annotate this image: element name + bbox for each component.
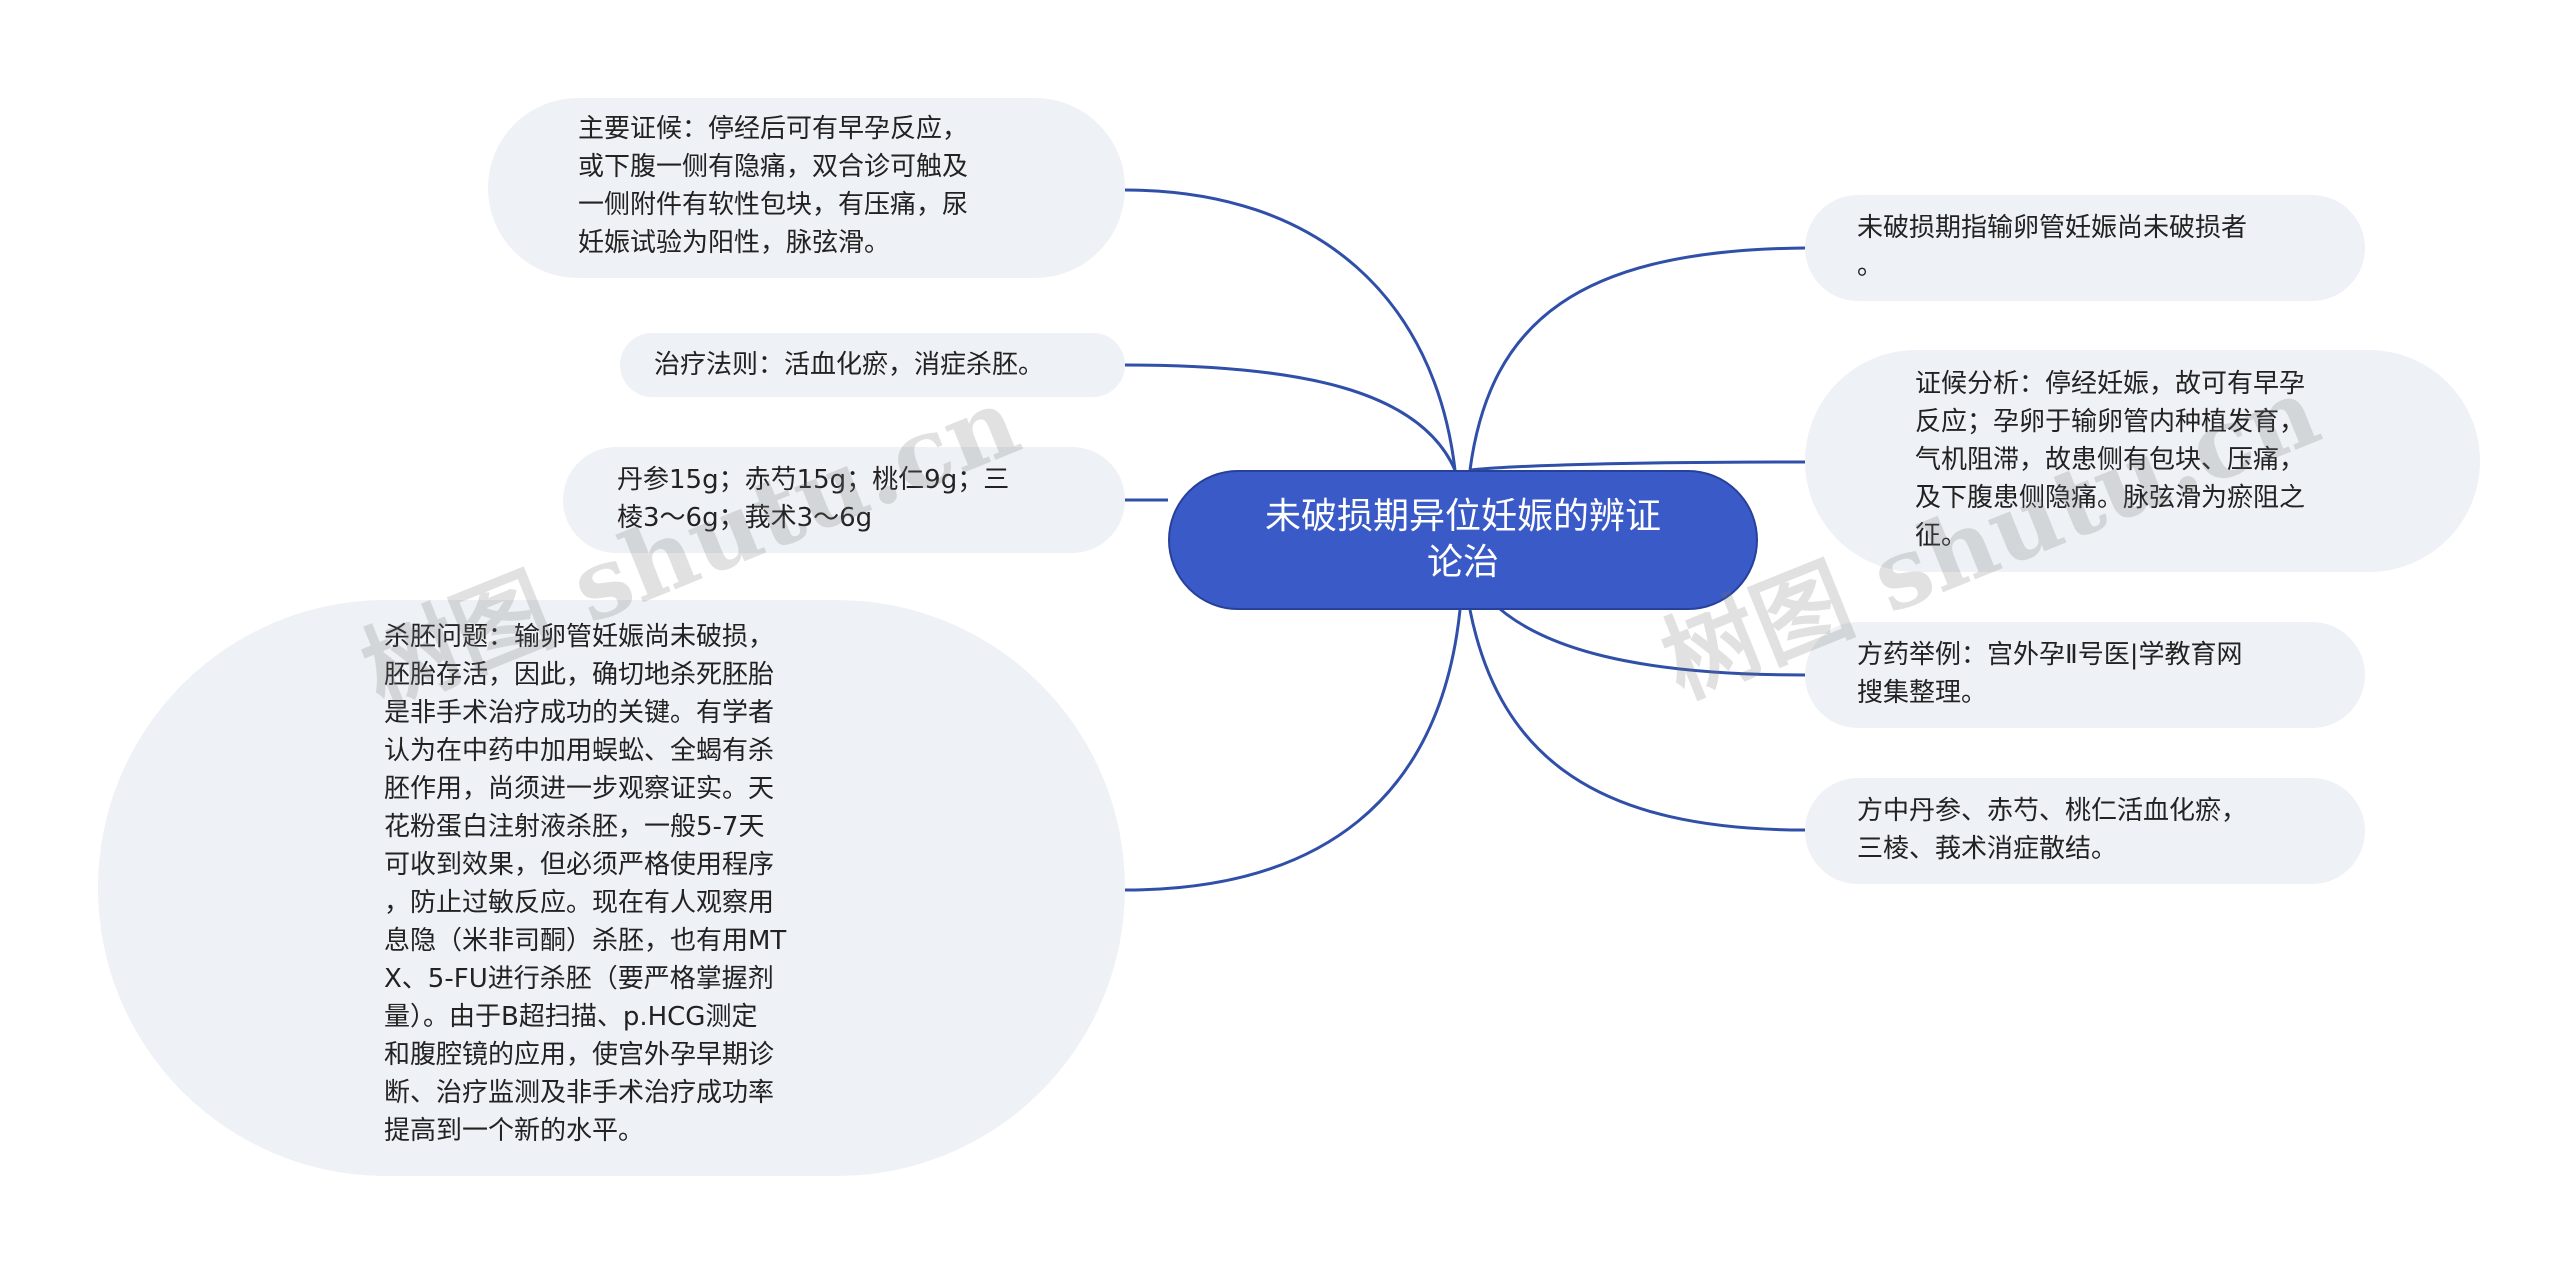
link-embryo-killing — [1124, 609, 1462, 892]
node-prescription[interactable]: 丹参15g；赤芍15g；桃仁9g；三 棱3～6g；莪术3～6g — [563, 447, 1125, 553]
link-syndrome-analysis — [1469, 460, 1806, 472]
node-main-syndrome[interactable]: 主要证候：停经后可有早孕反应， 或下腹一侧有隐痛，双合诊可触及 一侧附件有软性包… — [488, 98, 1125, 278]
node-definition[interactable]: 未破损期指输卵管妊娠尚未破损者 。 — [1805, 195, 2365, 301]
node-embryo-killing[interactable]: 杀胚问题：输卵管妊娠尚未破损， 胚胎存活，因此，确切地杀死胚胎 是非手术治疗成功… — [98, 600, 1125, 1176]
node-treatment-principle[interactable]: 治疗法则：活血化瘀，消症杀胚。 — [620, 333, 1125, 397]
link-treatment-principle — [1124, 363, 1457, 471]
link-formula-explanation — [1468, 609, 1806, 832]
link-definition — [1468, 246, 1806, 471]
central-topic[interactable]: 未破损期异位妊娠的辨证 论治 — [1168, 470, 1758, 610]
link-formula-example — [1488, 598, 1806, 677]
node-syndrome-analysis[interactable]: 证候分析：停经妊娠，故可有早孕 反应；孕卵于输卵管内种植发育， 气机阻滞，故患侧… — [1805, 350, 2480, 572]
link-main-syndrome — [1124, 188, 1457, 471]
node-formula-explanation[interactable]: 方中丹参、赤芍、桃仁活血化瘀， 三棱、莪术消症散结。 — [1805, 778, 2365, 884]
node-formula-example[interactable]: 方药举例：宫外孕Ⅱ号医|学教育网 搜集整理。 — [1805, 622, 2365, 728]
